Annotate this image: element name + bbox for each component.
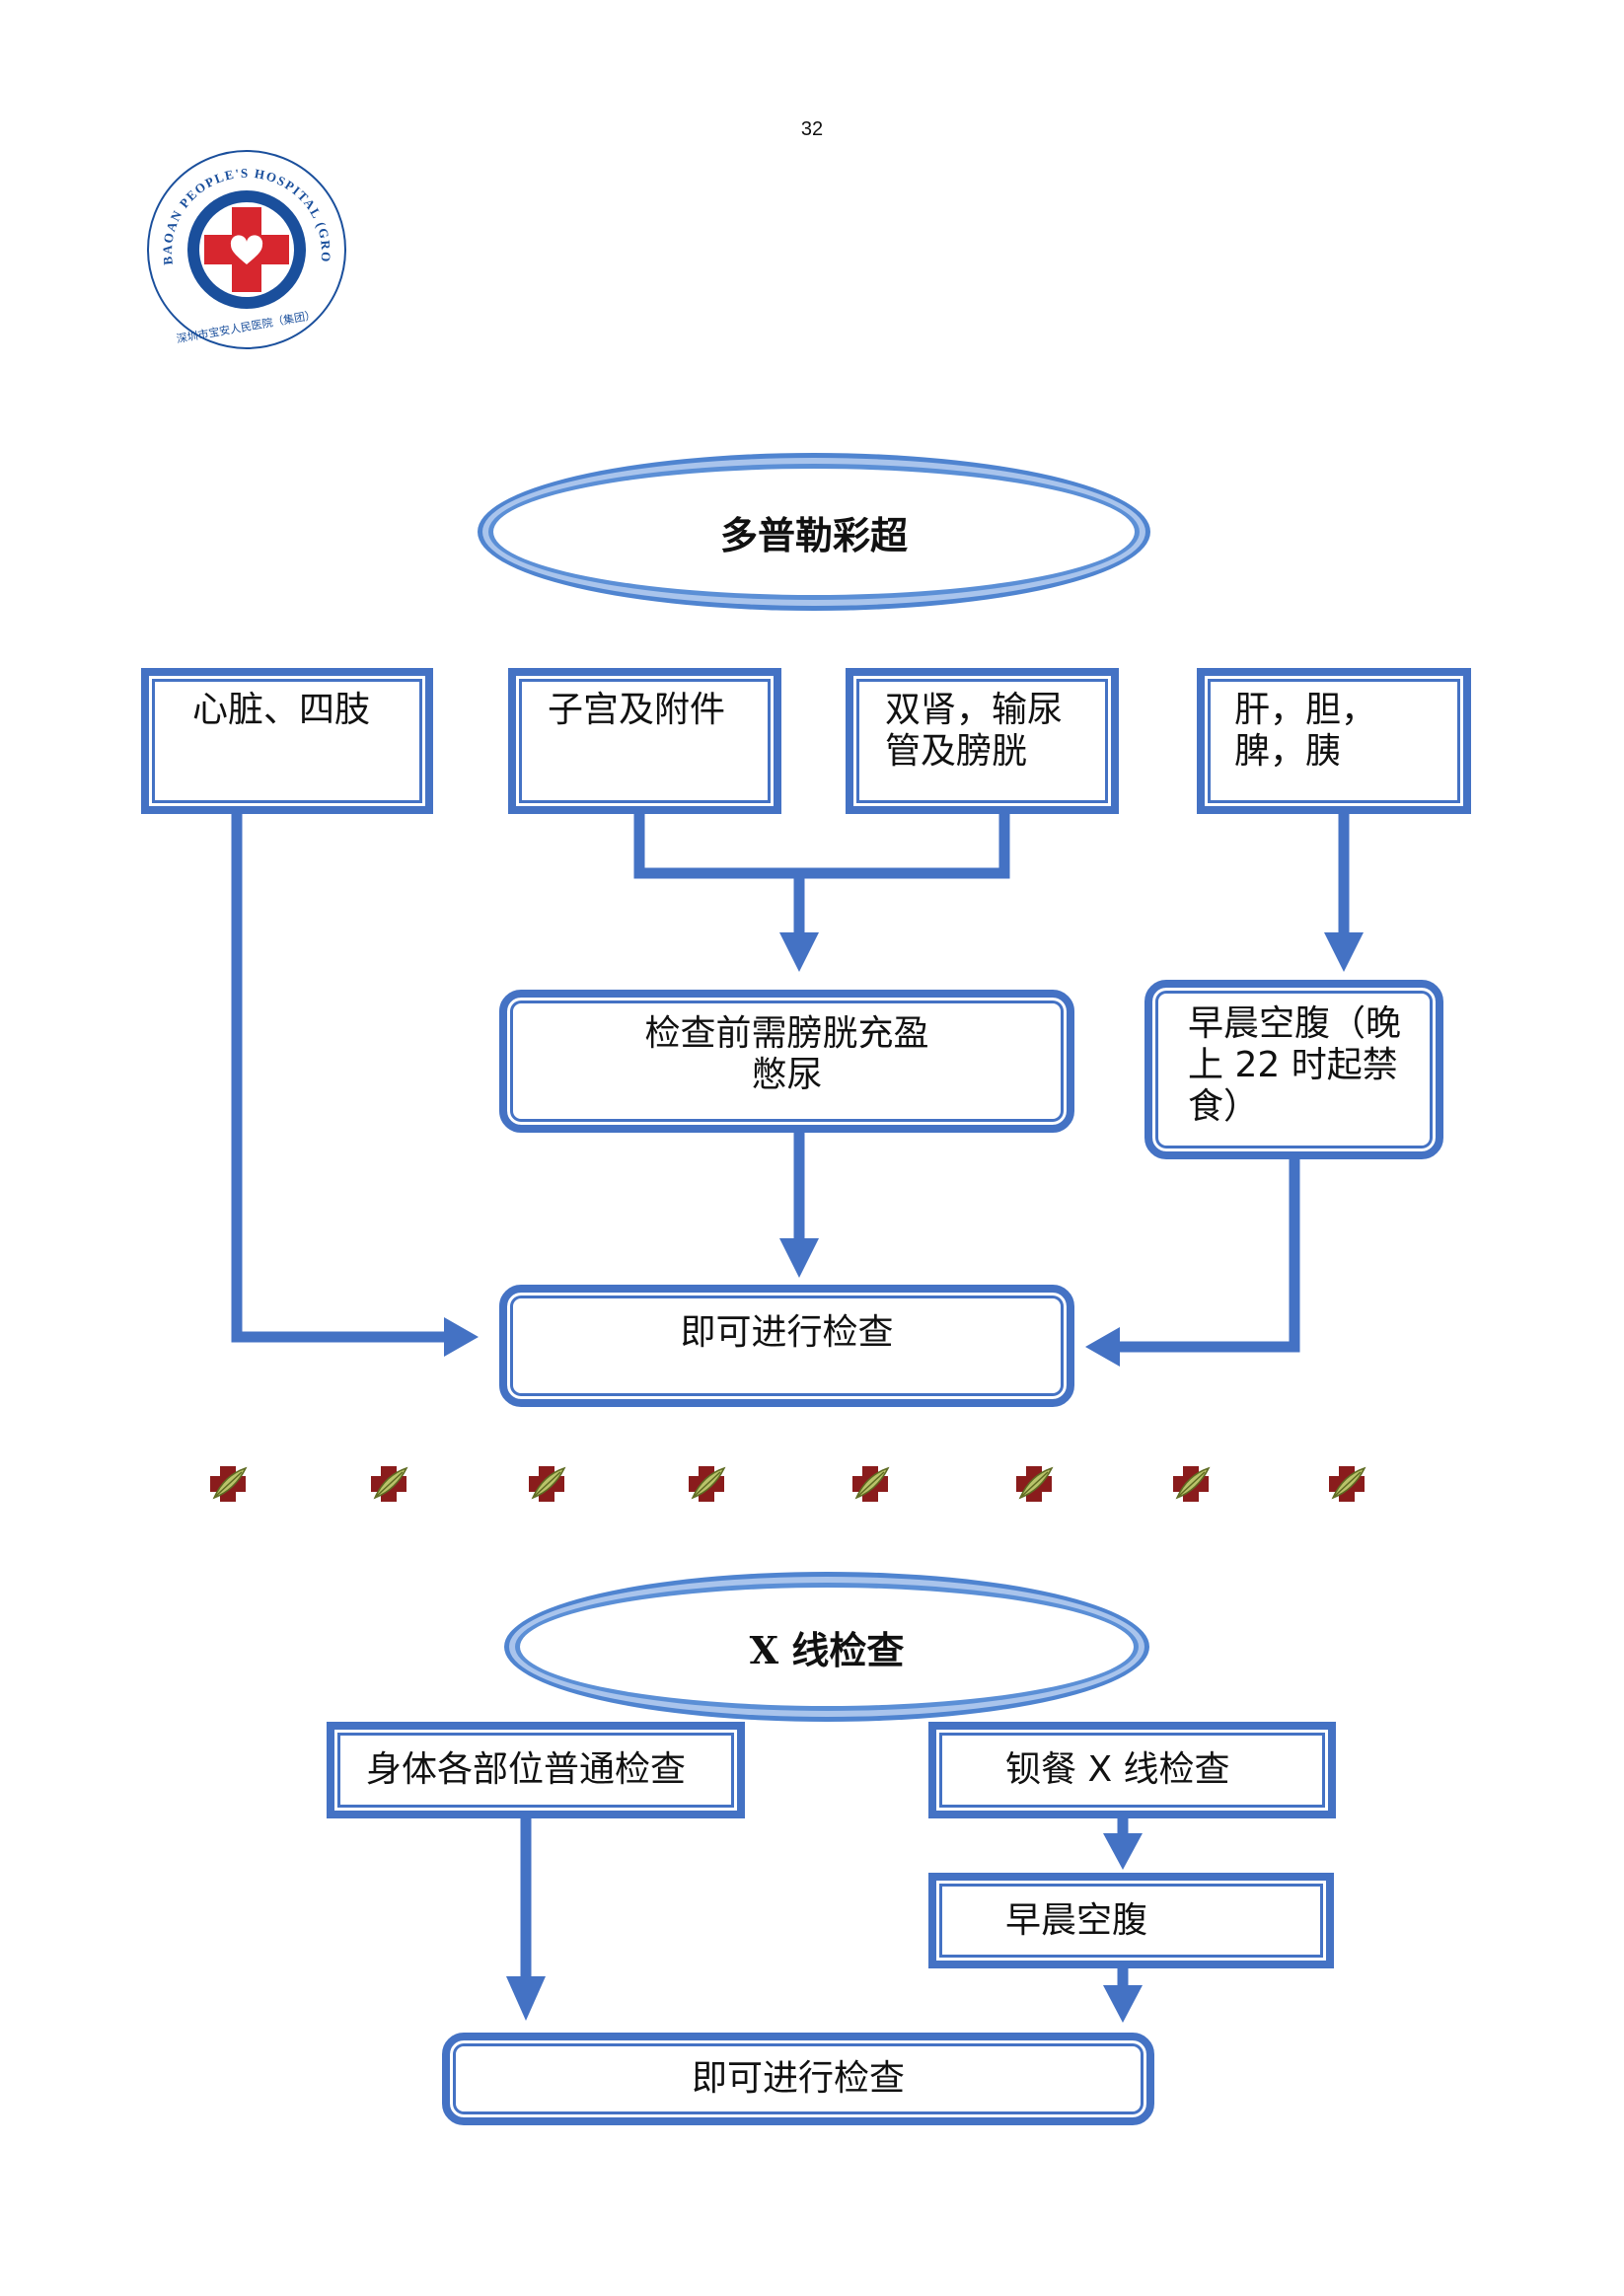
separator-cross-icon (523, 1460, 570, 1508)
box-general-exam-label: 身体各部位普通检查 (366, 1749, 687, 1790)
box-ready-1: 即可进行检查 (499, 1285, 1074, 1407)
arrowhead-barium (1103, 1833, 1143, 1870)
arrowhead-heart (444, 1317, 479, 1357)
arrowhead-bracket (779, 932, 819, 972)
section2-title-ellipse: X 线检查 (515, 1583, 1139, 1711)
connector-heart (231, 814, 444, 1343)
box-fasting: 早晨空腹 (928, 1873, 1334, 1968)
box-bladder-prep: 检查前需膀胱充盈 憋尿 (499, 990, 1074, 1133)
box-fasting-prep: 早晨空腹（晚 上 22 时起禁 食） (1144, 980, 1443, 1159)
page-number: 32 (800, 118, 824, 140)
box-barium: 钡餐 X 线检查 (928, 1722, 1336, 1818)
section1-title: 多普勒彩超 (719, 512, 908, 557)
box-liver: 肝，胆， 脾，胰 (1197, 668, 1471, 814)
separator-cross-icon (847, 1460, 894, 1508)
box-heart-limbs: 心脏、四肢 (141, 668, 433, 814)
box-fasting-label: 早晨空腹 (1005, 1900, 1148, 1941)
separator-cross-icon (683, 1460, 730, 1508)
arrowhead-bladder (779, 1238, 819, 1278)
connector-bracket (633, 814, 1010, 879)
box-general-exam: 身体各部位普通检查 (327, 1722, 745, 1818)
arrowhead-fasting (1085, 1327, 1120, 1367)
box-bladder-prep-label: 检查前需膀胱充盈 憋尿 (644, 1013, 929, 1095)
arrowhead-liver (1324, 932, 1364, 972)
box-uterus: 子宫及附件 (508, 668, 781, 814)
box-ready-2-label: 即可进行检查 (691, 2058, 905, 2099)
arrowhead-fasting2 (1103, 1985, 1143, 2023)
section1-title-ellipse: 多普勒彩超 (488, 464, 1140, 600)
connector-fasting (1120, 1159, 1300, 1353)
separator-cross-icon (1323, 1460, 1370, 1508)
section2-title: X 线检查 (749, 1627, 905, 1672)
separator-cross-icon (204, 1460, 252, 1508)
box-ready-2: 即可进行检查 (442, 2033, 1154, 2125)
box-heart-limbs-label: 心脏、四肢 (192, 690, 371, 730)
box-uterus-label: 子宫及附件 (548, 690, 726, 730)
box-kidney-label: 双肾，输尿 管及膀胱 (885, 690, 1064, 772)
hospital-logo: BAOAN PEOPLE'S HOSPITAL (GROUP) 深圳市宝安人民医… (145, 148, 346, 349)
box-barium-label: 钡餐 X 线检查 (1005, 1749, 1230, 1790)
separator-cross-icon (365, 1460, 412, 1508)
separator-cross-icon (1010, 1460, 1058, 1508)
box-kidney: 双肾，输尿 管及膀胱 (846, 668, 1119, 814)
box-fasting-prep-label: 早晨空腹（晚 上 22 时起禁 食） (1188, 1003, 1402, 1127)
box-liver-label: 肝，胆， 脾，胰 (1234, 690, 1377, 772)
separator-cross-icon (1167, 1460, 1215, 1508)
arrowhead-general (506, 1976, 546, 2021)
box-ready-1-label: 即可进行检查 (680, 1312, 894, 1353)
